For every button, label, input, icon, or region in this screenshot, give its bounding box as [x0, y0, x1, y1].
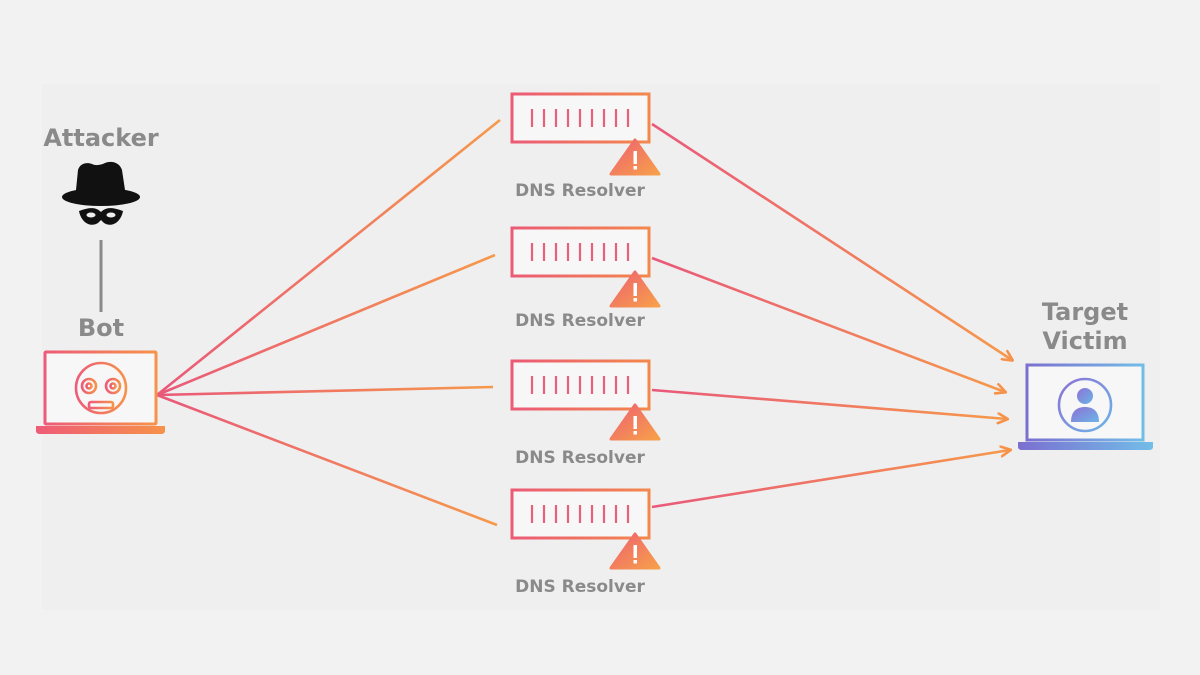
hacker-hat-mask-icon: [62, 161, 140, 225]
server-icon: [510, 359, 651, 417]
resolver-node-1: [510, 92, 661, 176]
resolver-to-victim-arrow-1: [651, 122, 1012, 360]
resolver-to-victim-arrow-4: [651, 450, 1010, 509]
attacker-label: Attacker: [43, 124, 159, 152]
warning-triangle-icon: [609, 270, 661, 308]
bot-to-resolver-line-4: [156, 393, 498, 527]
bot-label: Bot: [77, 314, 125, 342]
resolver-label-2: DNS Resolver: [515, 311, 645, 331]
victim-laptop: [1018, 363, 1153, 450]
warning-triangle-icon: [609, 532, 661, 570]
resolver-label-1: DNS Resolver: [515, 181, 645, 201]
resolver-to-victim-arrow-3: [651, 388, 1007, 419]
server-icon: [510, 92, 651, 150]
resolver-node-3: [510, 359, 661, 441]
bot-to-resolver-lines: [156, 118, 501, 527]
resolver-label-3: DNS Resolver: [515, 448, 645, 468]
bot-laptop: [36, 350, 165, 434]
target-label-line2: Victim: [1042, 327, 1128, 355]
warning-triangle-icon: [609, 138, 661, 176]
resolver-to-victim-arrows: [651, 122, 1012, 509]
bot-to-resolver-line-3: [156, 385, 494, 397]
resolver-node-4: [510, 488, 661, 570]
user-avatar-icon: [1057, 377, 1113, 433]
bot-to-resolver-line-1: [156, 118, 501, 397]
robot-face-icon: [74, 361, 128, 415]
resolver-label-4: DNS Resolver: [515, 577, 645, 597]
server-icon: [510, 226, 651, 284]
resolver-node-2: [510, 226, 661, 308]
server-icon: [510, 488, 651, 546]
warning-triangle-icon: [609, 403, 661, 441]
target-label-line1: Target: [1041, 298, 1129, 326]
resolver-to-victim-arrow-2: [651, 256, 1005, 392]
bot-to-resolver-line-2: [156, 253, 496, 397]
